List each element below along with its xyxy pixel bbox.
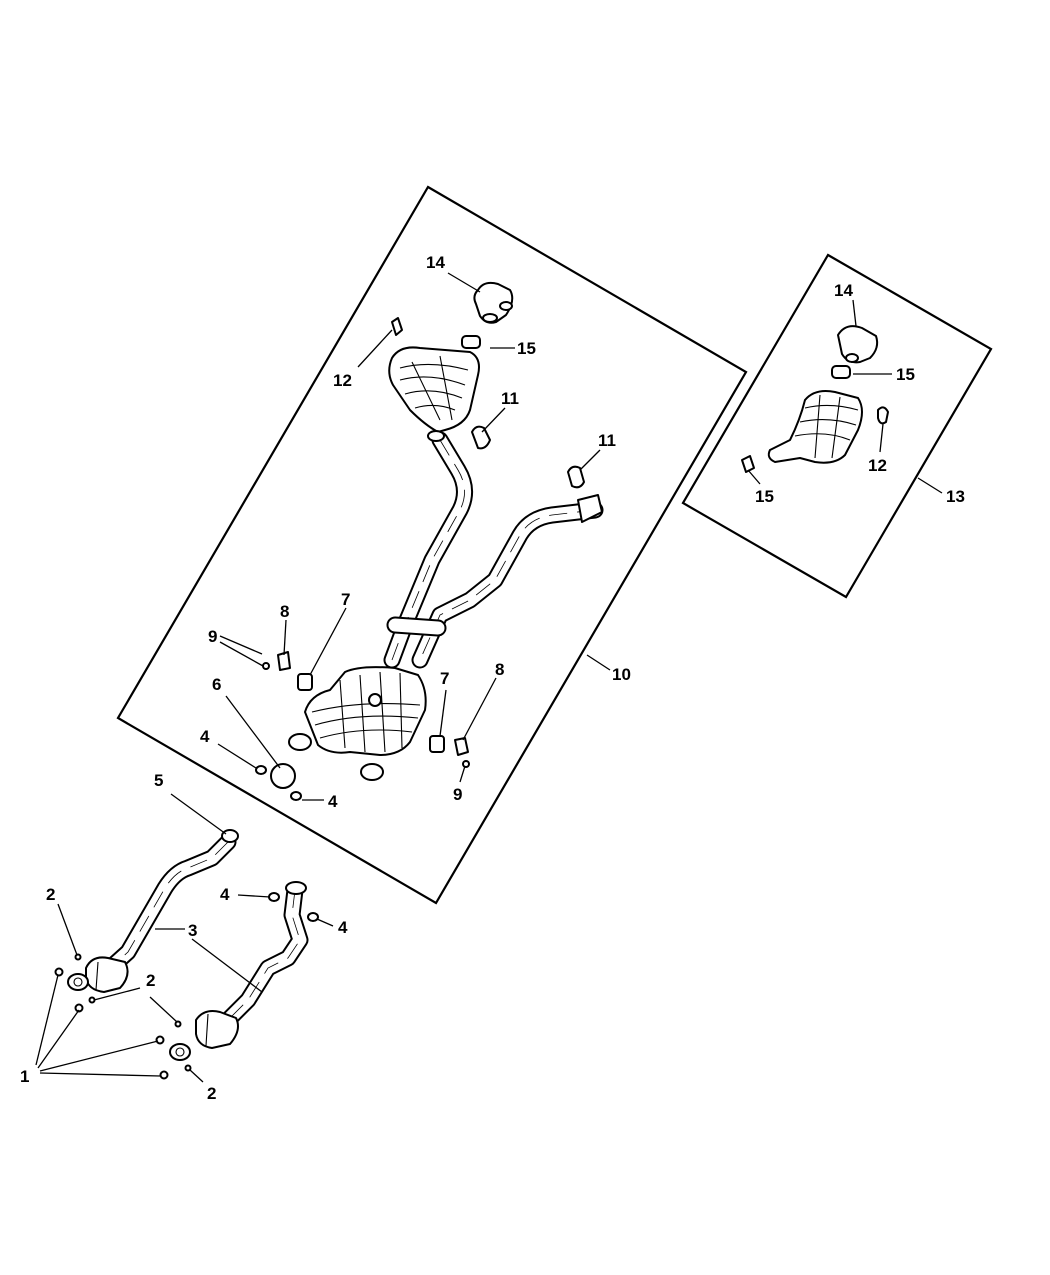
isolator-15a bbox=[461, 335, 481, 349]
callout-2: 2 bbox=[146, 971, 155, 990]
bolt-9b bbox=[462, 760, 470, 768]
callout-4: 4 bbox=[200, 727, 210, 746]
callout-10: 10 bbox=[612, 665, 631, 684]
spring-4c bbox=[268, 892, 280, 902]
assembly-frame-13 bbox=[681, 253, 993, 599]
callout-1: 1 bbox=[20, 1067, 29, 1086]
callout-2: 2 bbox=[46, 885, 55, 904]
callout-12: 12 bbox=[333, 371, 352, 390]
isolator-7b bbox=[429, 735, 445, 753]
bracket-8b bbox=[454, 737, 469, 756]
callout-15: 15 bbox=[896, 365, 915, 384]
nut-1d bbox=[159, 1070, 169, 1080]
spring-4d bbox=[307, 912, 319, 922]
front-pipe-left bbox=[99, 833, 237, 979]
stud-2a bbox=[74, 953, 82, 961]
rear-muffler bbox=[388, 346, 480, 442]
isolator-15b bbox=[831, 365, 851, 379]
gasket-5 bbox=[221, 829, 239, 843]
hanger-12a bbox=[391, 317, 403, 336]
catalytic-converter-right bbox=[169, 1010, 239, 1061]
callout-11: 11 bbox=[501, 389, 519, 408]
callout-7: 7 bbox=[341, 590, 350, 609]
callout-6: 6 bbox=[212, 675, 221, 694]
spring-4a bbox=[255, 765, 267, 775]
exhaust-tip-14b bbox=[837, 325, 879, 364]
catalytic-converter-left bbox=[67, 956, 129, 993]
stud-2c bbox=[174, 1020, 182, 1028]
leader-lines bbox=[35, 272, 943, 1083]
callout-8: 8 bbox=[280, 602, 289, 621]
stud-2d bbox=[184, 1064, 192, 1072]
callout-14: 14 bbox=[834, 281, 853, 300]
exhaust-tip-14a bbox=[473, 281, 514, 324]
spring-4b bbox=[290, 791, 302, 801]
right-pipe-outlet bbox=[577, 494, 603, 523]
callout-11: 11 bbox=[598, 431, 616, 450]
inset-muffler bbox=[767, 390, 863, 464]
callout-13: 13 bbox=[946, 487, 965, 506]
hanger-12b bbox=[877, 406, 889, 425]
callout-4: 4 bbox=[338, 918, 348, 937]
callout-15: 15 bbox=[517, 339, 536, 358]
callout-9: 9 bbox=[208, 627, 217, 646]
callout-2: 2 bbox=[207, 1084, 216, 1103]
callout-5: 5 bbox=[154, 771, 163, 790]
callout-14: 14 bbox=[426, 253, 445, 272]
gasket-6 bbox=[270, 763, 296, 789]
intermediate-pipe-right bbox=[411, 501, 604, 669]
callout-9: 9 bbox=[453, 785, 462, 804]
intermediate-pipe-left bbox=[383, 431, 473, 669]
crossover-joint bbox=[386, 616, 447, 637]
callout-7: 7 bbox=[440, 669, 449, 688]
nut-1a bbox=[54, 967, 64, 977]
isolator-11b bbox=[567, 465, 585, 489]
flange-right-top bbox=[285, 881, 307, 895]
callout-8: 8 bbox=[495, 660, 504, 679]
nut-1b bbox=[74, 1003, 84, 1013]
callout-12: 12 bbox=[868, 456, 887, 475]
front-pipe-right bbox=[219, 881, 309, 1029]
callout-4: 4 bbox=[220, 885, 230, 904]
hanger-15c bbox=[741, 455, 755, 473]
callout-3: 3 bbox=[188, 921, 197, 940]
bolt-9a bbox=[262, 662, 270, 670]
assembly-frame-10 bbox=[116, 185, 748, 905]
isolator-7a bbox=[297, 673, 313, 691]
stud-2b bbox=[88, 996, 96, 1004]
isolator-11a bbox=[471, 425, 491, 450]
front-muffler bbox=[288, 666, 427, 781]
callout-15: 15 bbox=[755, 487, 774, 506]
nut-1c bbox=[155, 1035, 165, 1045]
callout-4: 4 bbox=[328, 792, 338, 811]
